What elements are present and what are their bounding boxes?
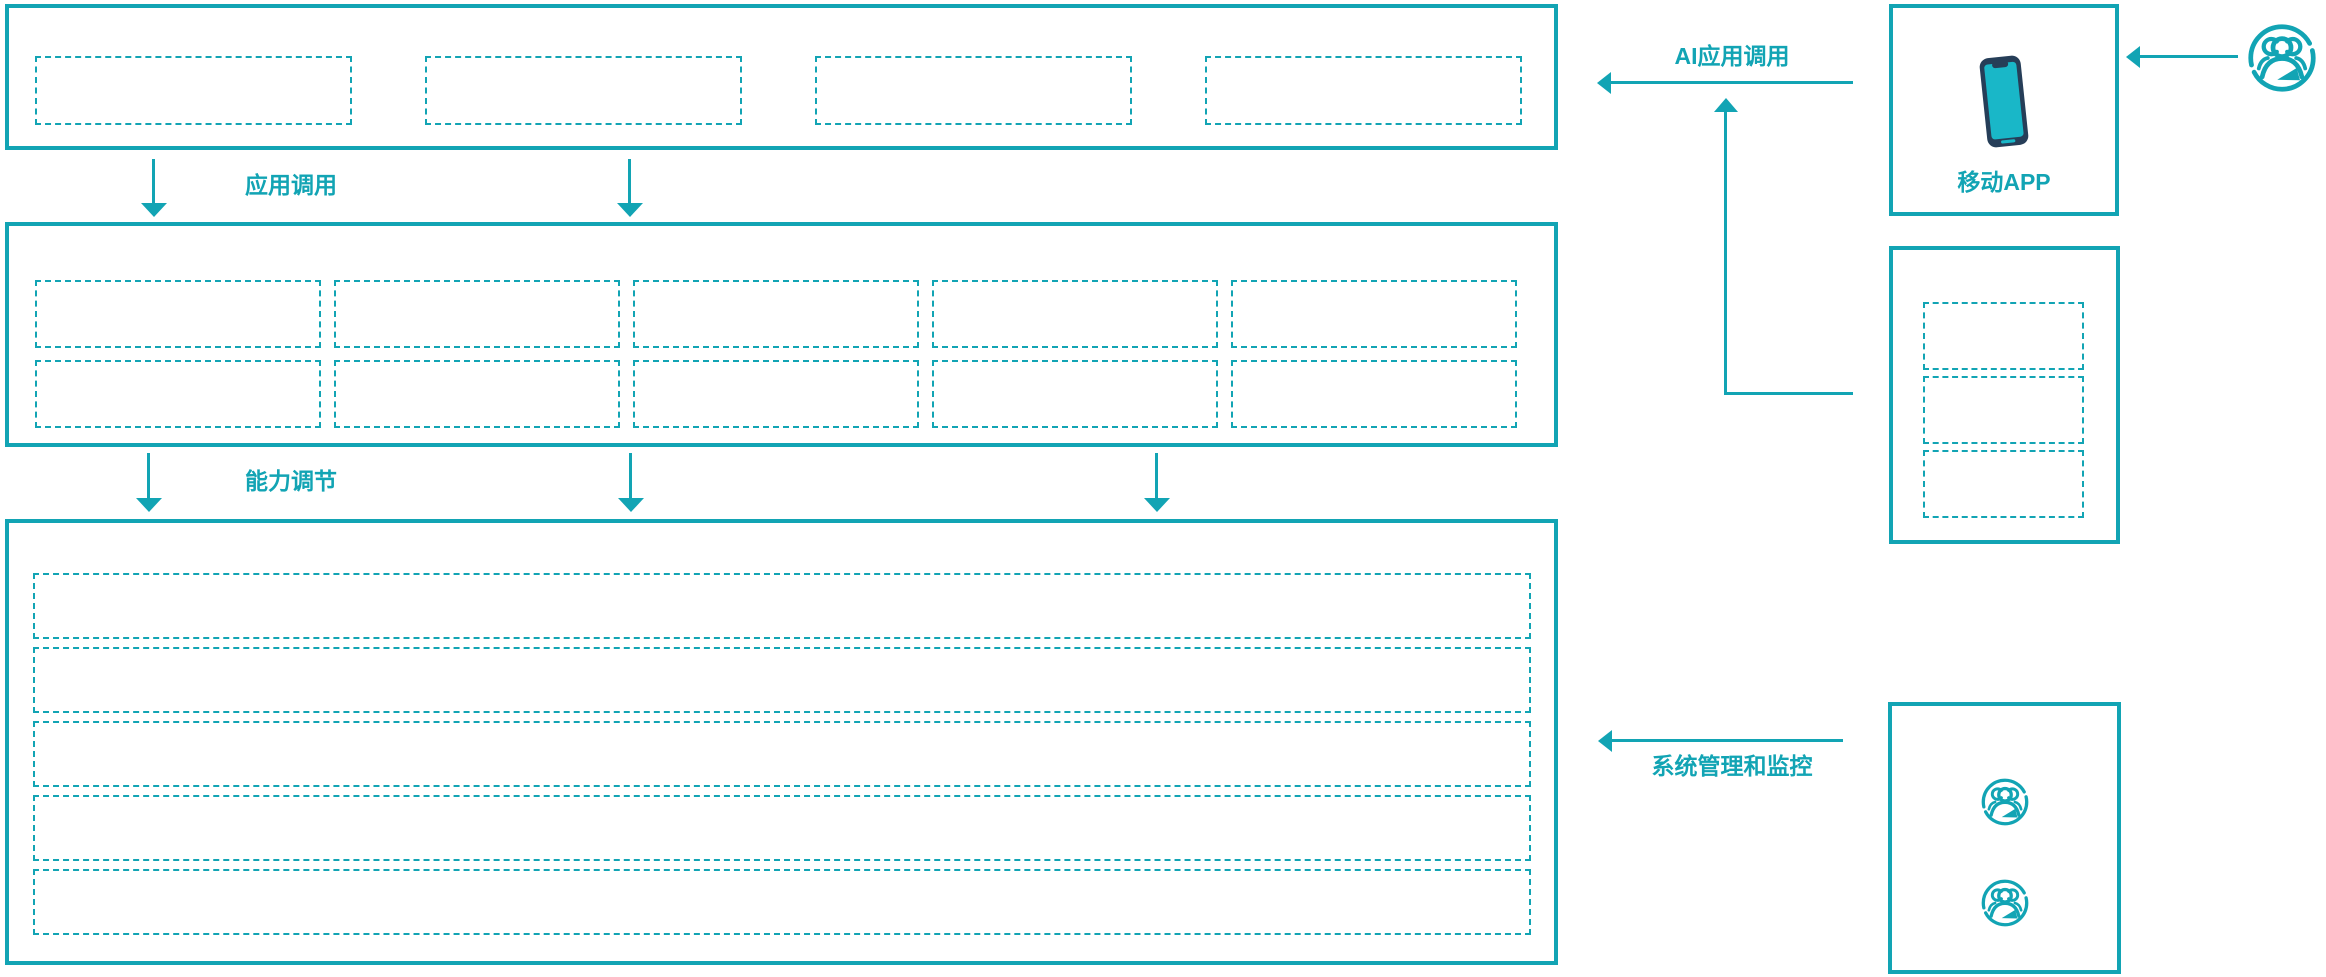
capability-slot xyxy=(633,360,919,428)
external-access-box xyxy=(1889,246,2120,544)
capability-slot xyxy=(932,280,1218,348)
mobile-app-box: 移动APP xyxy=(1889,4,2119,216)
capability-slot xyxy=(334,280,620,348)
user-group-icon xyxy=(1980,878,2030,928)
smartphone-icon xyxy=(1978,54,2030,149)
application-layer-box xyxy=(5,4,1558,150)
system-management-label: 系统管理和监控 xyxy=(1651,753,1813,779)
capability-slot xyxy=(1231,280,1517,348)
base-layer-row xyxy=(33,647,1531,713)
app-call-label: 应用调用 xyxy=(245,172,337,198)
capability-slot xyxy=(35,280,321,348)
user-group-icon xyxy=(1980,777,2030,827)
administrators-box xyxy=(1888,702,2121,974)
capability-slot xyxy=(932,360,1218,428)
mobile-app-label: 移动APP xyxy=(1957,169,2051,195)
application-slot xyxy=(1205,56,1522,125)
base-layer-box xyxy=(5,519,1558,965)
base-layer-row xyxy=(33,869,1531,935)
external-access-slot xyxy=(1923,302,2084,370)
capability-slot xyxy=(633,280,919,348)
base-layer-row xyxy=(33,795,1531,861)
ai-app-call-label: AI应用调用 xyxy=(1674,43,1790,69)
base-layer-row xyxy=(33,721,1531,787)
capability-slot xyxy=(334,360,620,428)
base-layer-row xyxy=(33,573,1531,639)
capability-layer-box xyxy=(5,222,1558,447)
external-access-slot xyxy=(1923,376,2084,444)
capability-adjust-label: 能力调节 xyxy=(245,468,337,494)
user-group-icon xyxy=(2246,22,2318,94)
capability-slot xyxy=(1231,360,1517,428)
capability-slot xyxy=(35,360,321,428)
application-slot xyxy=(425,56,742,125)
application-slot xyxy=(35,56,352,125)
external-access-slot xyxy=(1923,450,2084,518)
application-slot xyxy=(815,56,1132,125)
